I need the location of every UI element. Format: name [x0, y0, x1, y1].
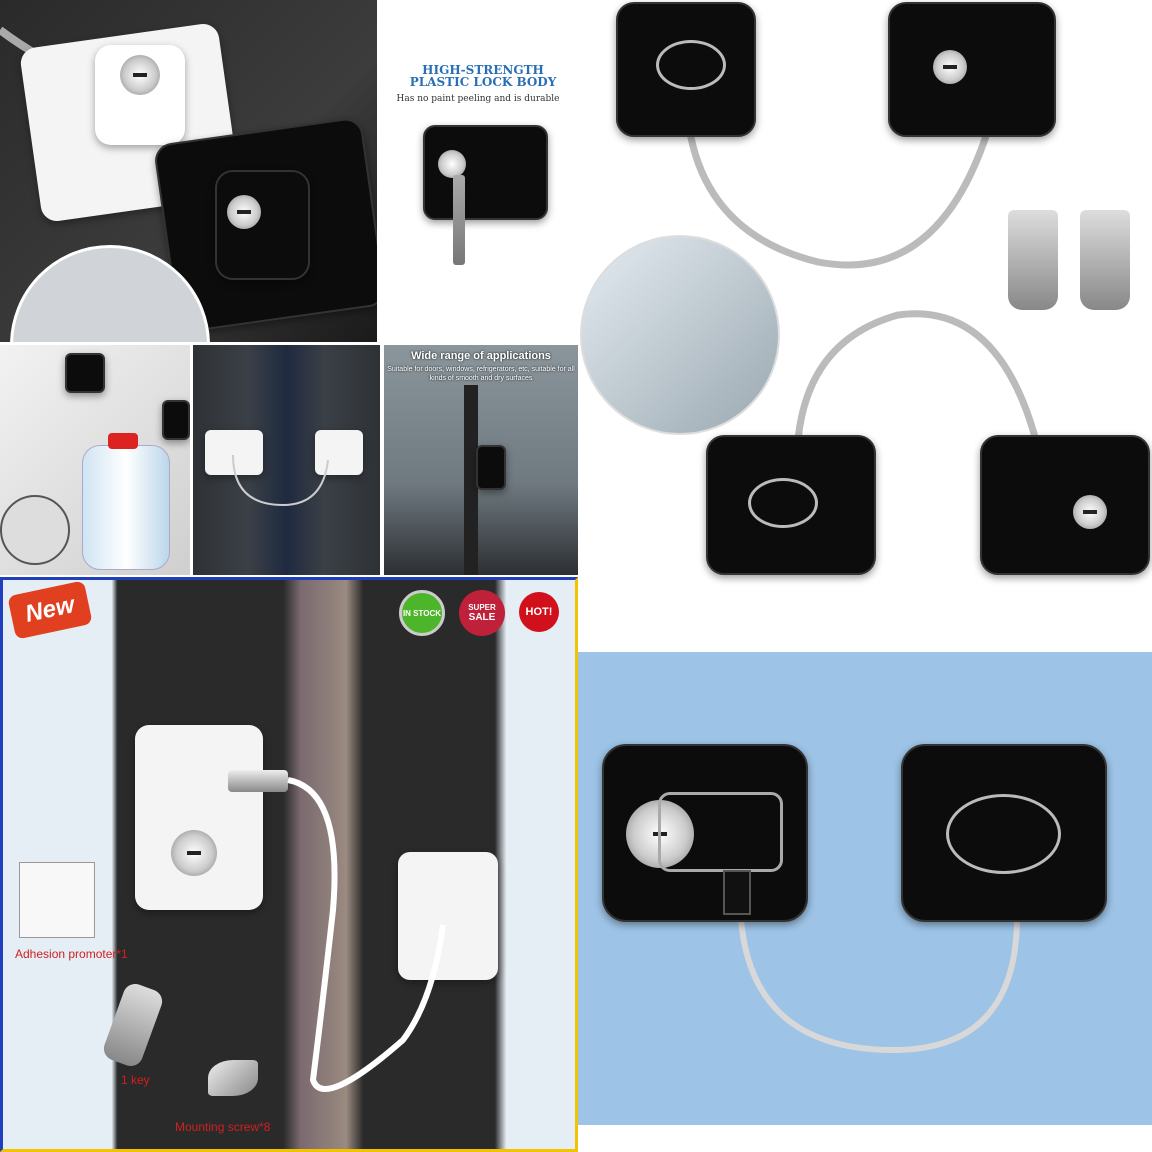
screw-icon — [208, 1060, 258, 1096]
photo-panel-black-locks — [578, 0, 1152, 650]
photo-panel-water-jug — [0, 345, 190, 575]
photo-panel-applications: Wide range of applications Suitable for … — [384, 345, 578, 575]
photo-panel-plastic-body: HIGH-STRENGTH PLASTIC LOCK BODY Has no p… — [378, 0, 578, 342]
hot-badge: HOT! — [519, 592, 559, 632]
item-key: 1 key — [121, 1073, 150, 1087]
in-stock-badge: IN STOCK — [399, 590, 445, 636]
key-icon — [1080, 210, 1130, 310]
applications-title: Wide range of applications — [411, 350, 551, 362]
applications-subtitle: Suitable for doors, windows, refrigerato… — [387, 366, 575, 382]
item-adhesion-promoter: Adhesion promoter*1 — [15, 947, 128, 961]
plastic-title: HIGH-STRENGTH PLASTIC LOCK BODY — [409, 63, 557, 89]
photo-panel-dark-locks — [0, 0, 377, 342]
photo-panel-window-locks — [193, 345, 380, 575]
plastic-subtitle: Has no paint peeling and is durable — [396, 94, 560, 104]
item-mounting-screw: Mounting screw*8 — [175, 1120, 271, 1134]
photo-panel-blue-locks — [578, 652, 1152, 1125]
key-icon — [1008, 210, 1058, 310]
